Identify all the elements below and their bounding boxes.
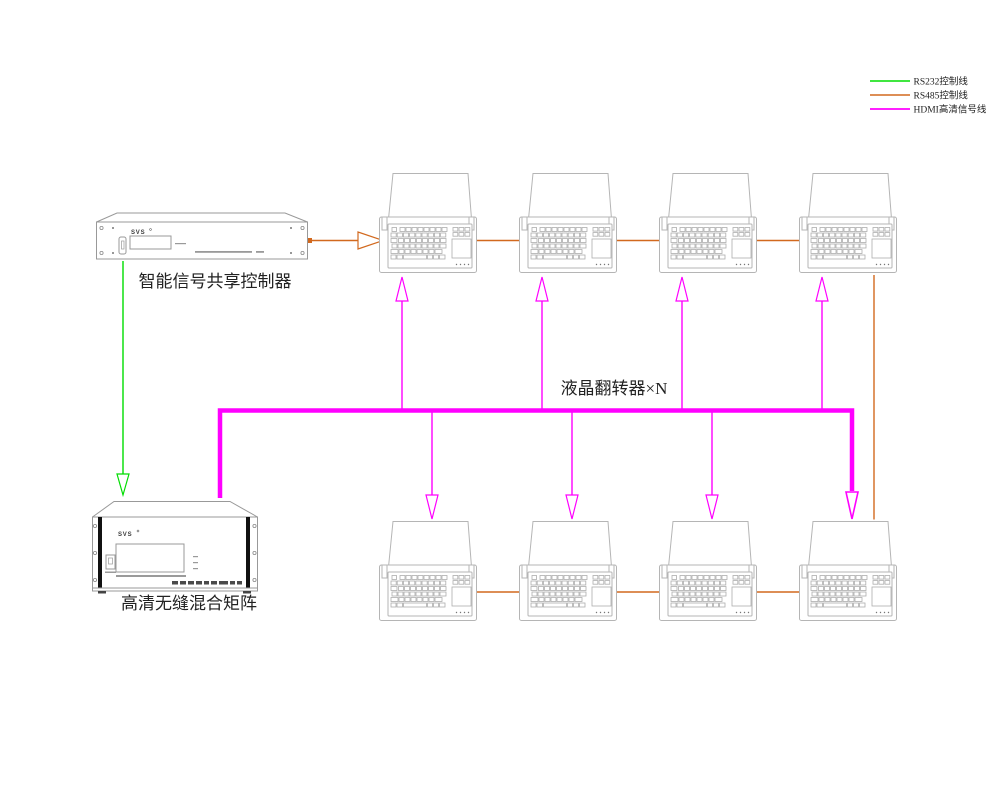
rs485-connection-lines xyxy=(308,231,875,593)
terminal-device xyxy=(799,521,897,621)
terminal-device xyxy=(799,173,897,273)
matrix-right-rail xyxy=(246,517,250,588)
legend-label-rs232: RS232控制线 xyxy=(914,76,969,88)
power-button xyxy=(118,236,127,255)
terminal-device xyxy=(379,173,477,273)
legend: RS232控制线 RS485控制线 HDMI高清信号线 xyxy=(870,76,987,116)
matrix-label: 高清无缝混合矩阵 xyxy=(121,594,257,613)
legend-label-hdmi: HDMI高清信号线 xyxy=(914,104,987,116)
arrowhead-down-icon xyxy=(705,494,719,520)
terminal-device xyxy=(659,521,757,621)
legend-label-rs485: RS485控制线 xyxy=(914,90,969,102)
brand-logo: SVS xyxy=(118,532,132,538)
arrowhead-down-icon xyxy=(565,494,579,520)
matrix-display xyxy=(115,543,185,573)
hdmi-signal-lines xyxy=(217,276,859,520)
arrowhead-up-icon xyxy=(395,276,409,302)
arrowhead-up-icon xyxy=(675,276,689,302)
controller-top-face xyxy=(96,212,308,223)
rs232-connection-line xyxy=(116,261,130,498)
controller-label: 智能信号共享控制器 xyxy=(139,272,292,291)
brand-logo: SVS xyxy=(131,230,145,236)
terminals-group-label: 液晶翻转器×N xyxy=(561,379,668,398)
matrix-top-face xyxy=(92,501,258,518)
terminal-device xyxy=(519,521,617,621)
registered-mark-icon xyxy=(149,228,152,231)
hd-seamless-hybrid-matrix: SVS xyxy=(92,501,258,594)
terminal-device xyxy=(379,521,477,621)
power-button xyxy=(105,554,116,570)
signal-sharing-controller: SVS xyxy=(96,212,308,260)
controller-display xyxy=(129,235,172,250)
arrowhead-down-icon xyxy=(425,494,439,520)
matrix-button-row xyxy=(172,581,242,585)
controller-front-panel xyxy=(96,221,308,260)
arrowhead-up-icon xyxy=(815,276,829,302)
arrowhead-up-icon xyxy=(535,276,549,302)
terminal-device xyxy=(519,173,617,273)
terminal-device xyxy=(659,173,757,273)
arrowhead-right-icon xyxy=(357,231,385,250)
matrix-left-rail xyxy=(98,517,102,588)
legend-item-hdmi: HDMI高清信号线 xyxy=(870,104,987,116)
registered-mark-icon xyxy=(136,529,140,533)
hdmi-bus xyxy=(217,408,855,498)
legend-item-rs485: RS485控制线 xyxy=(870,90,968,102)
arrowhead-down-icon xyxy=(116,473,130,498)
legend-item-rs232: RS232控制线 xyxy=(870,76,968,88)
arrowhead-down-icon xyxy=(845,491,859,520)
